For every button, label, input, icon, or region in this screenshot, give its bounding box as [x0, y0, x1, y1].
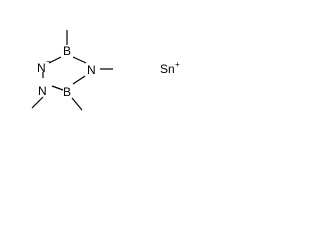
counter-ion-symbol: Sn	[160, 62, 175, 76]
methyl-bond-n4	[31, 96, 44, 109]
nitrogen-left-charge: −	[46, 57, 51, 66]
bond-n2-b3	[72, 75, 86, 85]
bond-b3-n4	[51, 85, 64, 91]
ring-bonds	[42, 56, 87, 91]
atom-boron-bottom: B	[63, 85, 71, 99]
atom-nitrogen-left: N	[37, 61, 46, 75]
structure-canvas: B N B N N − Sn +	[31, 30, 180, 111]
atom-boron-top: B	[63, 44, 71, 58]
methyl-bonds	[31, 30, 113, 111]
methyl-bond-b3	[71, 97, 83, 111]
atom-nitrogen-bottom-left: N	[38, 84, 47, 98]
bond-n5-b1	[48, 56, 62, 64]
counter-ion-charge: +	[175, 60, 180, 69]
bond-b1-n2	[72, 56, 87, 64]
atom-nitrogen-right: N	[87, 63, 96, 77]
